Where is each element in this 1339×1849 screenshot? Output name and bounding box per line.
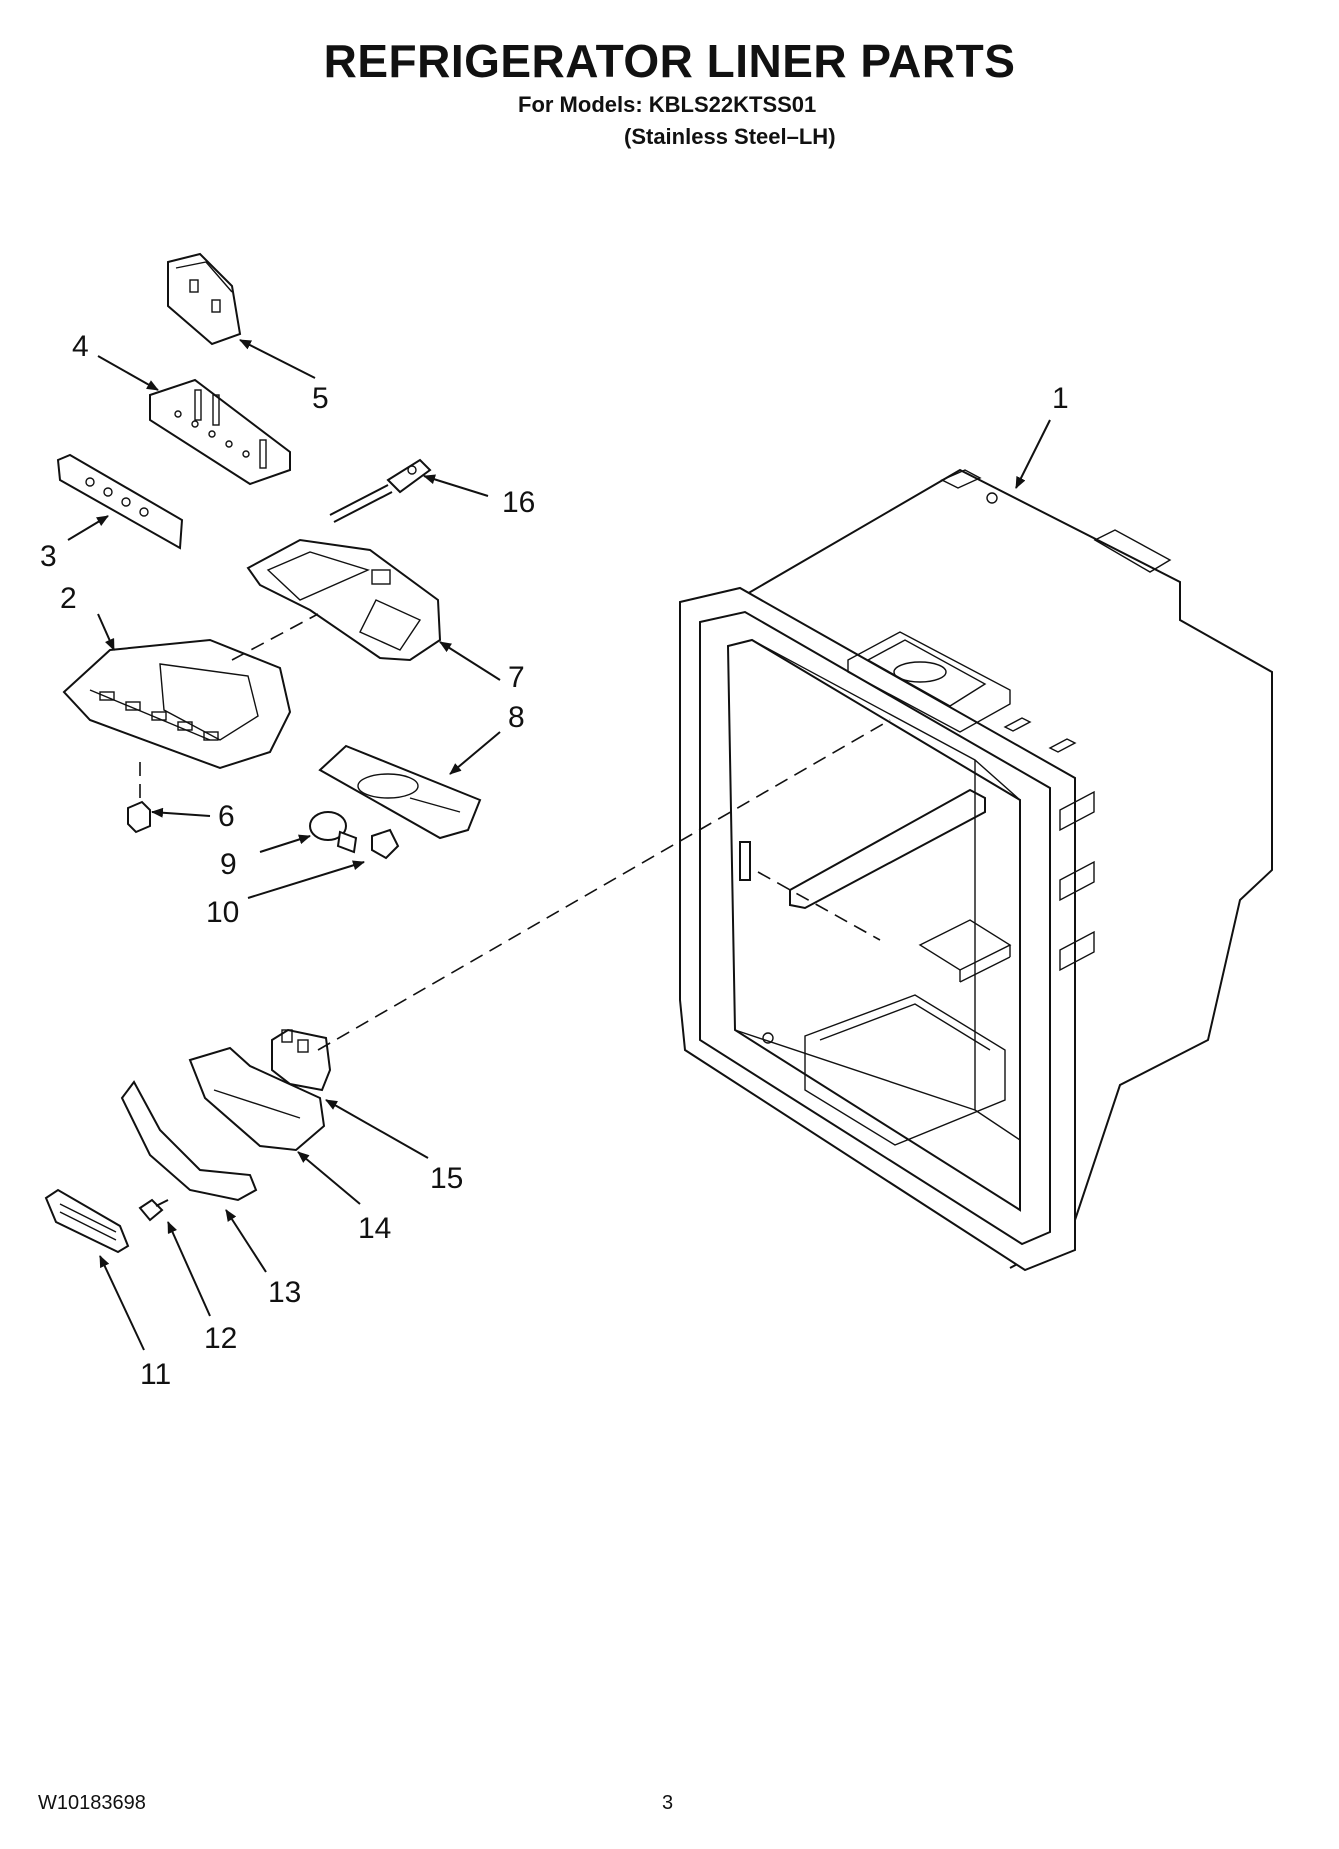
part-10-socket <box>371 828 400 860</box>
part-11-grille <box>44 1188 130 1254</box>
callout-11: 11 <box>140 1358 171 1391</box>
document-number: W10183698 <box>38 1792 146 1814</box>
callout-12: 12 <box>204 1322 237 1355</box>
part-14-dispenser-housing <box>188 1046 326 1152</box>
callout-14: 14 <box>358 1212 391 1245</box>
callout-10: 10 <box>206 896 239 929</box>
callout-9: 9 <box>220 848 237 881</box>
callout-4: 4 <box>72 330 89 363</box>
callout-7: 7 <box>508 661 525 694</box>
part-15-switch-block <box>271 1028 332 1092</box>
callout-labels: 1 2 3 4 5 6 7 8 9 10 11 12 13 14 15 16 <box>40 330 1069 1391</box>
part-8-lens <box>318 744 482 840</box>
part-7-housing <box>246 538 442 662</box>
part-6-switch <box>127 800 151 834</box>
part-12-screw <box>138 1198 169 1222</box>
leader-arrows <box>67 339 1051 1351</box>
part-13-trim <box>120 1080 258 1202</box>
callout-5: 5 <box>312 382 329 415</box>
part-4-bracket <box>149 378 291 486</box>
callout-1: 1 <box>1052 382 1069 415</box>
part-3-overlay <box>56 453 184 550</box>
callout-15: 15 <box>430 1162 463 1195</box>
part-9-bulb <box>309 811 358 854</box>
liner-part-1 <box>679 468 1273 1272</box>
callout-8: 8 <box>508 701 525 734</box>
callout-16: 16 <box>502 486 535 519</box>
callout-6: 6 <box>218 800 235 833</box>
callout-2: 2 <box>60 582 77 615</box>
page-number: 3 <box>662 1792 674 1814</box>
assembly-dash-lines <box>139 613 891 1051</box>
callout-13: 13 <box>268 1276 301 1309</box>
callout-3: 3 <box>40 540 57 573</box>
part-2-control-housing <box>62 638 292 770</box>
part-16-thermistor <box>329 458 432 523</box>
models-line: For Models: KBLS22KTSS01 <box>518 92 817 117</box>
part-5-clip <box>167 252 242 346</box>
page-title: REFRIGERATOR LINER PARTS <box>323 35 1016 87</box>
variant-line: (Stainless Steel–LH) <box>624 124 836 149</box>
